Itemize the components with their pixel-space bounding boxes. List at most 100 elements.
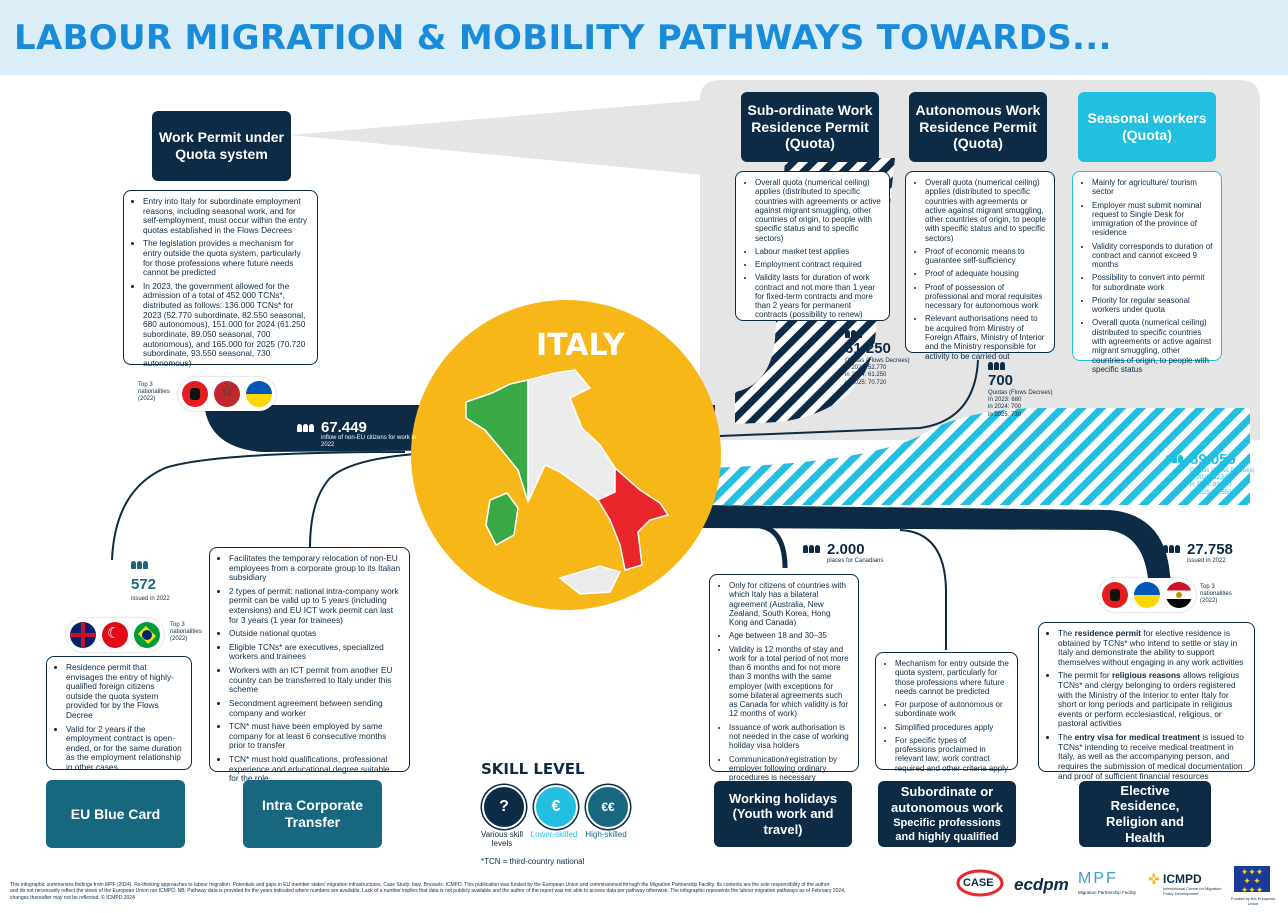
autonomous-bullet: Proof of possession of professional and … xyxy=(925,283,1046,311)
eu-flag xyxy=(1234,866,1270,892)
people-icon xyxy=(1163,545,1180,553)
case-logo-mark xyxy=(956,869,1004,897)
autonomous-title: Autonomous Work Residence Permit (Quota) xyxy=(909,92,1047,162)
bluecard-card: Residence permit that envisages the entr… xyxy=(46,656,192,773)
seasonal-quota-line: in 2024: 89.050 xyxy=(1190,482,1232,489)
people-icon xyxy=(131,561,191,569)
eu-stars-icon: ✦✦✦✦ ✦✦✦✦ xyxy=(1240,867,1264,895)
elective-card: The residence permit for elective reside… xyxy=(1038,622,1255,780)
bluecard-top3-label: Top 3 nationalities (2022) xyxy=(170,622,202,642)
seasonal-bullet: Priority for regular seasonal workers un… xyxy=(1092,296,1213,315)
elective-bullet: The permit for religious reasons allows … xyxy=(1058,671,1246,729)
quota-bullet: The legislation provides a mechanism for… xyxy=(143,239,309,278)
elective-text: for elective residence is obtained by TC… xyxy=(1058,628,1244,667)
mpf-logo: MPF xyxy=(1078,870,1118,887)
subordinate-caption: Quotas (Flows Decrees) xyxy=(845,358,910,364)
autonomous-quota-line: in 2024: 700 xyxy=(988,404,1022,411)
seasonal-quota-line: in 2023: 82.550 xyxy=(1190,475,1232,482)
bluecard-top3-flags: ☾ xyxy=(66,618,164,652)
autonomous-card: Overall quota (numerical ceiling) applie… xyxy=(905,171,1055,361)
elective-text: is issued to TCNs* intending to receive … xyxy=(1058,732,1244,781)
seasonal-bullet: Validity corresponds to duration of cont… xyxy=(1092,242,1213,270)
tcn-note: *TCN = third-country national xyxy=(481,857,585,866)
footer-line: This infographic summarises findings fro… xyxy=(10,882,830,888)
autonomous-number: 700 xyxy=(988,372,1014,389)
autonomous-caption: Quotas (Flows Decrees) xyxy=(988,390,1053,396)
subordinate-quota-line: in 2025: 70.720 xyxy=(845,379,887,386)
subordinate-number: 61.250 xyxy=(845,340,891,357)
seasonal-stripe-band xyxy=(705,408,1250,505)
holidays-bullet: Only for citizens of countries with whic… xyxy=(729,581,850,627)
branch-holidays xyxy=(759,523,788,569)
specific-bullet: Simplified procedures apply xyxy=(895,723,1009,732)
bluecard-title-text: EU Blue Card xyxy=(70,805,161,822)
country-name: ITALY xyxy=(536,328,625,363)
holidays-bullet: Validity is 12 months of stay and work f… xyxy=(729,645,850,719)
elective-text: The xyxy=(1058,732,1075,743)
holidays-card: Only for citizens of countries with whic… xyxy=(709,574,859,782)
ict-bullet: Facilitates the temporary relocation of … xyxy=(229,553,401,583)
specific-subtitle: Specific professions and highly qualifie… xyxy=(893,817,1001,843)
subordinate-quota-line: in 2023: 52.770 xyxy=(845,365,887,372)
people-icon xyxy=(297,424,314,432)
autonomous-line xyxy=(719,359,979,437)
holidays-bullet: Age between 18 and 30–35 xyxy=(729,631,850,640)
autonomous-bullet: Relevant authorisations need to be acqui… xyxy=(925,314,1046,360)
elective-number: 27.758 xyxy=(1187,541,1233,558)
ict-bullet: Workers with an ICT permit from another … xyxy=(229,665,401,695)
elective-title: Elective Residence, Religion and Health xyxy=(1079,781,1211,847)
main-outflow-band xyxy=(700,505,1172,590)
ecdpm-logo: ecdpm xyxy=(1014,875,1069,894)
specific-bullet: For purpose of autonomous or subordinate… xyxy=(895,700,1009,719)
flag-uk-icon xyxy=(70,622,96,648)
seasonal-bullet: Overall quota (numerical ceiling) distri… xyxy=(1092,318,1213,374)
elective-bullet: The entry visa for medical treatment is … xyxy=(1058,732,1246,781)
flag-albania-icon xyxy=(182,381,208,407)
elective-top3-label: Top 3 nationalities (2022) xyxy=(1200,584,1232,604)
skill-label-high: High-skilled xyxy=(585,830,627,839)
elective-bold: entry visa for medical treatment xyxy=(1074,732,1201,743)
ict-bullet: Eligible TCNs* are executives, specializ… xyxy=(229,642,401,662)
quota-bullet: In 2023, the government allowed for the … xyxy=(143,281,309,368)
ict-bullet: Secondment agreement between sending com… xyxy=(229,698,401,718)
holidays-title: Working holidays (Youth work and travel) xyxy=(714,781,852,847)
autonomous-bullet: Overall quota (numerical ceiling) applie… xyxy=(925,178,1046,243)
question-icon: ? xyxy=(482,785,526,829)
ict-card: Facilitates the temporary relocation of … xyxy=(209,547,410,783)
ict-bullet: 2 types of permit: national intra-compan… xyxy=(229,586,401,625)
specific-title: Subordinate or autonomous work xyxy=(891,784,1003,815)
subordinate-card: Overall quota (numerical ceiling) applie… xyxy=(735,171,890,321)
subordinate-bullet: Employment contract required xyxy=(755,260,881,269)
holidays-number: 2.000 xyxy=(827,541,865,558)
quota-permit-title: Work Permit under Quota system xyxy=(152,111,291,181)
holidays-bullet: Issuance of work authorisation is not ne… xyxy=(729,723,850,751)
bluecard-stat: 572 issued in 2022 xyxy=(131,561,191,603)
flag-ukraine-icon xyxy=(1134,582,1160,608)
seasonal-number: 89.050 xyxy=(1190,451,1236,468)
ict-bullet: Outside national quotas xyxy=(229,629,401,639)
flag-ukraine-icon xyxy=(246,381,272,407)
autonomous-bullet: Proof of economic means to guarantee sel… xyxy=(925,247,1046,266)
quota-permit-card: Entry into Italy for subordinate employm… xyxy=(123,190,318,368)
skill-label-lower: Lower-skilled xyxy=(530,830,578,839)
people-icon xyxy=(845,330,915,338)
elective-text: The xyxy=(1058,628,1075,638)
icmpd-subtitle: International Centre for Migration Polic… xyxy=(1163,886,1222,896)
subordinate-bullet: Validity lasts for duration of work cont… xyxy=(755,273,881,319)
seasonal-caption: Quotas (Flows Decrees) xyxy=(1190,468,1255,474)
people-icon xyxy=(803,545,820,553)
holidays-bullet: Communication/registration by employer f… xyxy=(729,755,850,783)
mpf-subtitle: Migration Partnership Facility xyxy=(1078,890,1137,895)
bluecard-bullet: Valid for 2 years if the employment cont… xyxy=(66,724,183,773)
autonomous-quota-line: In 2023: 680 xyxy=(988,397,1022,404)
bluecard-title: EU Blue Card xyxy=(46,780,185,848)
bluecard-number: 572 xyxy=(131,576,157,593)
flag-turkey-icon: ☾ xyxy=(102,622,128,648)
top3-label: Top 3 nationalities (2022) xyxy=(138,382,170,402)
autonomous-bullet: Proof of adequate housing xyxy=(925,269,1046,278)
seasonal-bullet: Employer must submit nominal request to … xyxy=(1092,201,1213,238)
callout-wedge xyxy=(290,100,703,175)
specific-card: Mechanism for entry outside the quota sy… xyxy=(875,652,1018,773)
seasonal-bullet: Mainly for agriculture/ tourism sector xyxy=(1092,178,1213,197)
elective-caption: issued in 2022 xyxy=(1187,558,1226,564)
